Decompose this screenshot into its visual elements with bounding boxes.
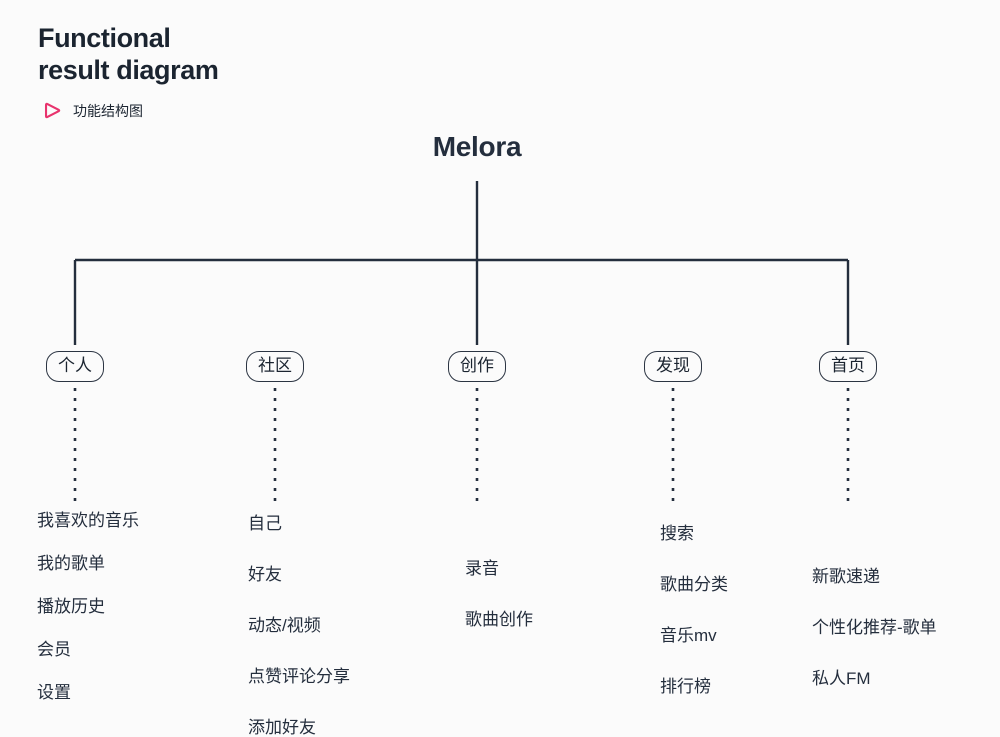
branch-node[interactable]: 发现: [644, 351, 702, 382]
leaf-item[interactable]: 新歌速递: [812, 567, 880, 586]
root-node-label: Melora: [432, 131, 522, 162]
leaf-item[interactable]: 好友: [248, 565, 282, 584]
leaf-list: 录音歌曲创作: [465, 560, 533, 628]
leaf-item[interactable]: 动态/视频: [248, 616, 321, 635]
branch-node[interactable]: 首页: [819, 351, 877, 382]
page-header: Functional result diagram: [38, 22, 219, 86]
leaf-item[interactable]: 搜索: [660, 524, 694, 543]
branch-node[interactable]: 社区: [246, 351, 304, 382]
branch-node-label: 发现: [656, 356, 690, 375]
leaf-item[interactable]: 添加好友: [248, 718, 316, 737]
leaf-item[interactable]: 歌曲创作: [465, 610, 533, 629]
leaf-list: 新歌速递个性化推荐-歌单私人FM: [812, 568, 937, 687]
leaf-list: 自己好友动态/视频点赞评论分享添加好友: [248, 515, 350, 736]
branch-node[interactable]: 个人: [46, 351, 104, 382]
branch-node[interactable]: 创作: [448, 351, 506, 382]
branch-node-label: 个人: [58, 356, 92, 375]
subtitle-label: 功能结构图: [73, 102, 143, 119]
leaf-item[interactable]: 歌曲分类: [660, 575, 728, 594]
leaf-item[interactable]: 自己: [248, 514, 282, 533]
leaf-item[interactable]: 音乐mv: [660, 626, 717, 645]
leaf-item[interactable]: 我喜欢的音乐: [37, 511, 139, 530]
leaf-item[interactable]: 私人FM: [812, 669, 871, 688]
branch-node-label: 社区: [258, 356, 292, 375]
leaf-item[interactable]: 录音: [465, 559, 499, 578]
play-triangle-icon: [44, 102, 61, 119]
leaf-list: 我喜欢的音乐我的歌单播放历史会员设置: [37, 512, 139, 701]
page-title: Functional result diagram: [38, 23, 219, 85]
subtitle-row: 功能结构图: [42, 100, 143, 121]
leaf-item[interactable]: 会员: [37, 640, 71, 659]
leaf-item[interactable]: 排行榜: [660, 677, 711, 696]
branch-node-label: 首页: [831, 356, 865, 375]
leaf-list: 搜索歌曲分类音乐mv 排行榜: [660, 525, 728, 695]
leaf-item[interactable]: 播放历史: [37, 597, 105, 616]
branch-node-label: 创作: [460, 356, 494, 375]
leaf-item[interactable]: 个性化推荐-歌单: [812, 618, 937, 637]
leaf-item[interactable]: 设置: [37, 683, 71, 702]
leaf-item[interactable]: 我的歌单: [37, 554, 105, 573]
leaf-item[interactable]: 点赞评论分享: [248, 667, 350, 686]
